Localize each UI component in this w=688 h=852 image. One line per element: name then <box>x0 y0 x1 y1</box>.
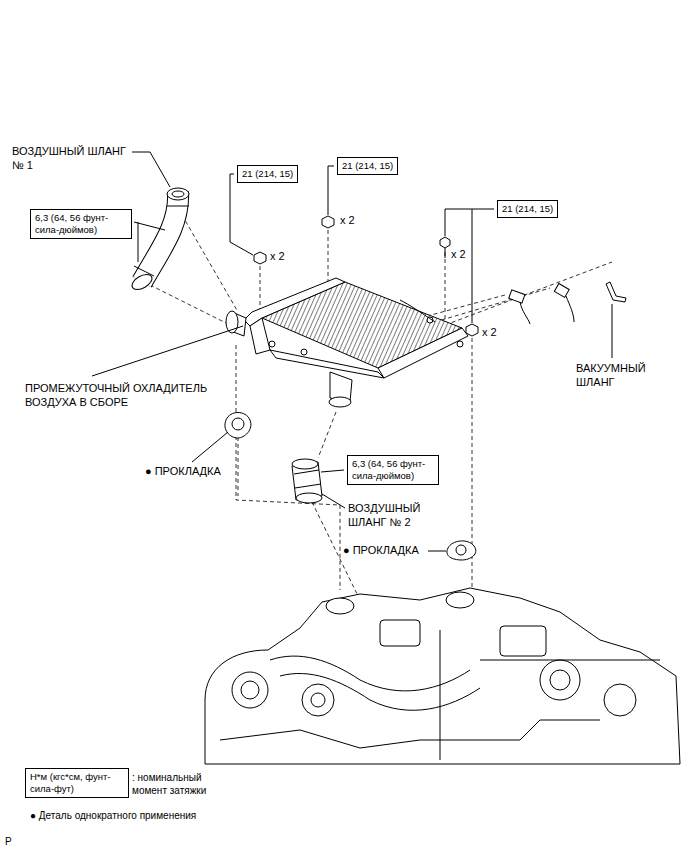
engine <box>205 588 680 764</box>
gaskets <box>225 413 476 561</box>
fasteners <box>254 216 478 336</box>
part-label: ВАКУУМНЫЙ ШЛАНГ <box>576 362 658 390</box>
torque-value: 6,3 (64, 56 фунт-сила-дюймов) <box>35 212 127 236</box>
part-label: ● ПРОКЛАДКА <box>343 544 419 558</box>
torque-spec-box: 6,3 (64, 56 фунт-сила-дюймов) <box>30 209 132 239</box>
torque-value: Н*м (кгс*см, фунт-сила-фут) <box>30 771 124 795</box>
quantity-label: x 2 <box>340 214 355 228</box>
quantity-label: x 2 <box>451 248 466 262</box>
intercooler <box>226 278 468 407</box>
quantity-label: x 2 <box>270 250 285 264</box>
torque-spec-box: 21 (214, 15) <box>497 200 558 218</box>
dashed-guide-lines <box>150 215 612 600</box>
leader-lines <box>92 152 612 551</box>
part-label: ● ПРОКЛАДКА <box>145 465 221 479</box>
torque-value: 21 (214, 15) <box>502 203 553 215</box>
part-label: ПРОМЕЖУТОЧНЫЙ ОХЛАДИТЕЛЬ ВОЗДУХА В СБОРЕ <box>25 382 230 410</box>
torque-value: 6,3 (64, 56 фунт-сила-дюймов) <box>352 458 434 482</box>
torque-value: 21 (214, 15) <box>342 160 393 172</box>
legend-torque-box: Н*м (кгс*см, фунт-сила-фут) <box>25 768 129 798</box>
part-label: ВОЗДУШНЫЙ ШЛАНГ № 2 <box>348 502 432 530</box>
legend-note: ● Деталь однократного применения <box>30 810 196 823</box>
part-label: ВОЗДУШНЫЙ ШЛАНГ № 1 <box>12 145 137 173</box>
air-hose-2 <box>292 459 322 503</box>
connectors <box>509 282 626 324</box>
torque-value: 21 (214, 15) <box>242 168 293 180</box>
quantity-label: x 2 <box>482 326 497 340</box>
legend-note: : номинальный момент затяжки <box>132 772 232 797</box>
page-code: P <box>5 836 12 849</box>
torque-spec-box: 21 (214, 15) <box>237 165 298 183</box>
torque-spec-box: 21 (214, 15) <box>337 157 398 175</box>
air-hose-1 <box>129 188 189 293</box>
torque-spec-box: 6,3 (64, 56 фунт-сила-дюймов) <box>347 455 439 485</box>
